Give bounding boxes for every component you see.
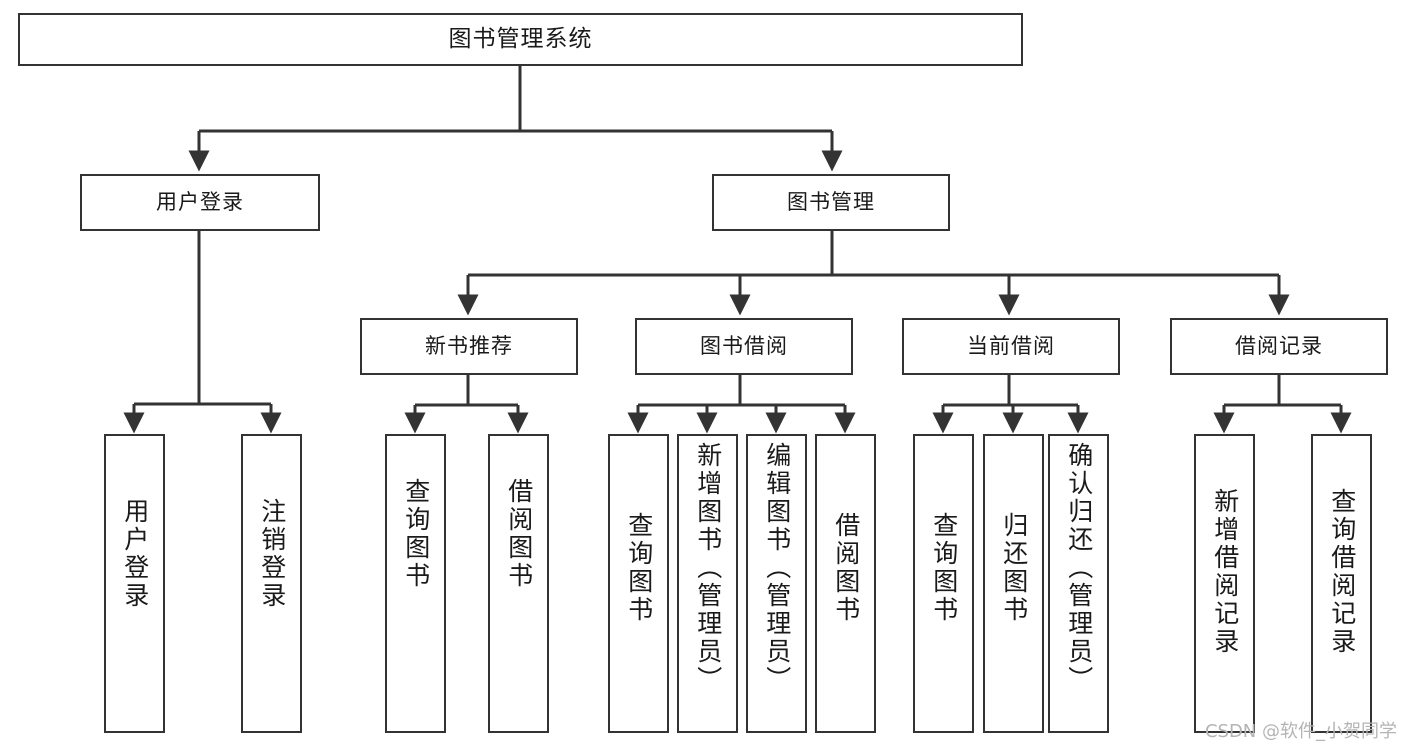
- node-label: 归还图书: [999, 512, 1029, 624]
- node-label: 查询图书: [401, 478, 431, 590]
- node-label: 新增借阅记录: [1210, 488, 1240, 656]
- leaf-current-confirm-return[interactable]: 确认归还（管理员）: [1048, 434, 1109, 733]
- node-label: 编辑图书（管理员）: [762, 442, 792, 694]
- node-label: 借阅记录: [1235, 334, 1323, 358]
- leaf-user-login-login[interactable]: 用户登录: [104, 434, 165, 733]
- node-new-book-recommend[interactable]: 新书推荐: [360, 318, 578, 375]
- node-label: 图书管理: [787, 190, 875, 214]
- node-label: 查询图书: [624, 512, 654, 624]
- node-label: 查询图书: [929, 512, 959, 624]
- node-label: 查询借阅记录: [1327, 488, 1357, 656]
- leaf-borrow-borrow-book[interactable]: 借阅图书: [815, 434, 876, 733]
- node-current-borrow[interactable]: 当前借阅: [902, 318, 1120, 375]
- node-label: 注销登录: [257, 498, 287, 610]
- leaf-user-login-logout[interactable]: 注销登录: [241, 434, 302, 733]
- leaf-record-query-record[interactable]: 查询借阅记录: [1311, 434, 1372, 733]
- node-label: 用户登录: [120, 498, 150, 610]
- node-borrow-record[interactable]: 借阅记录: [1170, 318, 1388, 375]
- leaf-recommend-borrow-book[interactable]: 借阅图书: [488, 434, 549, 733]
- node-label: 确认归还（管理员）: [1064, 442, 1094, 694]
- leaf-recommend-query-book[interactable]: 查询图书: [385, 434, 446, 733]
- node-label: 新增图书（管理员）: [693, 442, 723, 694]
- leaf-current-query-book[interactable]: 查询图书: [913, 434, 974, 733]
- leaf-borrow-query-book[interactable]: 查询图书: [608, 434, 669, 733]
- leaf-record-add-record[interactable]: 新增借阅记录: [1194, 434, 1255, 733]
- node-book-borrow[interactable]: 图书借阅: [635, 318, 853, 375]
- node-label: 当前借阅: [967, 334, 1055, 358]
- node-label: 用户登录: [156, 190, 244, 214]
- node-label: 借阅图书: [504, 478, 534, 590]
- leaf-borrow-add-book[interactable]: 新增图书（管理员）: [677, 434, 738, 733]
- node-user-login[interactable]: 用户登录: [80, 174, 320, 231]
- leaf-borrow-edit-book[interactable]: 编辑图书（管理员）: [746, 434, 807, 733]
- node-label: 图书借阅: [700, 334, 788, 358]
- leaf-current-return-book[interactable]: 归还图书: [983, 434, 1044, 733]
- node-label: 新书推荐: [425, 334, 513, 358]
- node-label: 图书管理系统: [448, 26, 593, 52]
- node-book-management[interactable]: 图书管理: [712, 174, 950, 231]
- node-label: 借阅图书: [831, 512, 861, 624]
- watermark-text: CSDN @软件_小贺同学: [1204, 721, 1397, 742]
- node-root-system[interactable]: 图书管理系统: [18, 13, 1023, 66]
